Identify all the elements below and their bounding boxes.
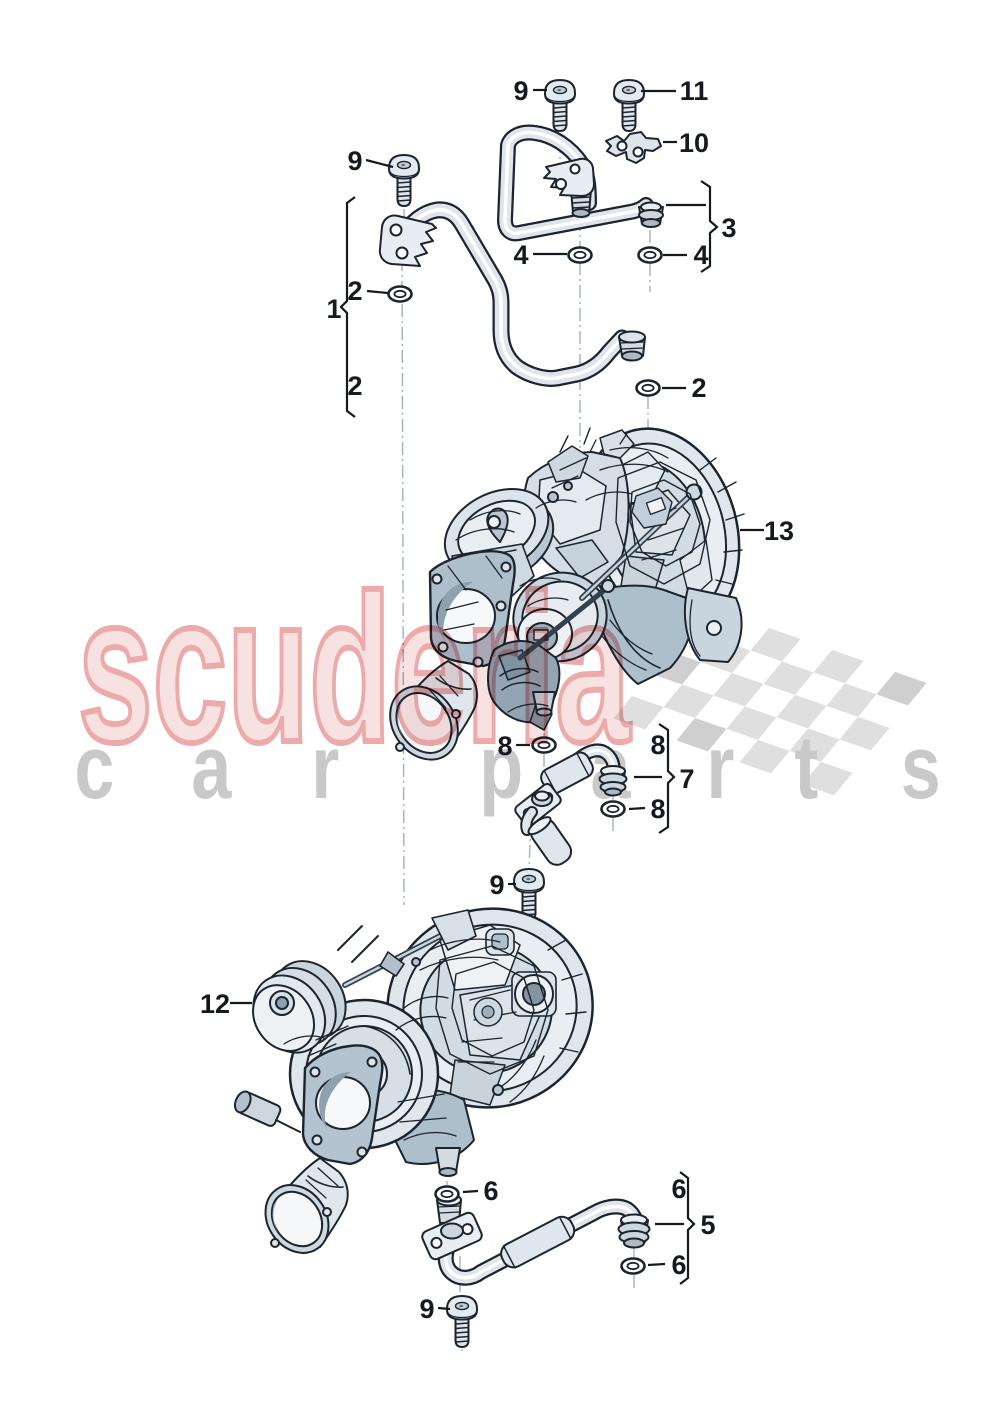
svg-text:13: 13 [764,516,794,546]
svg-text:1: 1 [326,294,341,324]
svg-text:8: 8 [497,731,512,761]
svg-text:12: 12 [200,989,230,1019]
svg-text:9: 9 [419,1294,434,1324]
svg-text:r: r [706,717,734,817]
svg-text:a: a [191,717,232,817]
svg-text:9: 9 [489,870,504,900]
svg-text:scuderia: scuderia [78,551,631,786]
svg-text:11: 11 [680,76,709,106]
svg-text:2: 2 [691,373,706,403]
svg-text:2: 2 [347,276,362,306]
svg-text:9: 9 [347,146,362,176]
svg-text:4: 4 [693,240,708,270]
svg-text:6: 6 [483,1176,498,1206]
svg-text:p: p [479,717,523,817]
svg-text:8: 8 [650,794,665,824]
svg-text:7: 7 [679,764,694,794]
svg-text:10: 10 [679,128,709,158]
svg-text:3: 3 [721,213,736,243]
svg-text:5: 5 [700,1210,715,1240]
svg-text:t: t [794,717,818,817]
svg-text:9: 9 [513,76,528,106]
svg-text:4: 4 [513,240,528,270]
svg-text:6: 6 [671,1174,686,1204]
svg-text:c: c [74,717,114,817]
svg-text:6: 6 [671,1250,686,1280]
svg-text:r: r [311,717,339,817]
svg-text:2: 2 [347,371,362,401]
svg-text:s: s [901,717,941,817]
svg-text:8: 8 [650,730,665,760]
